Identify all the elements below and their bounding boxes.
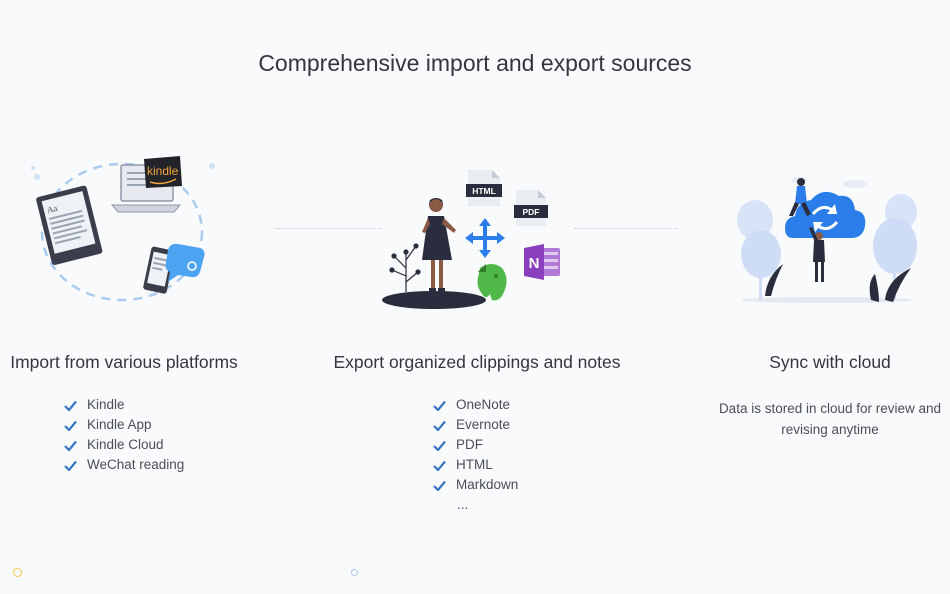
decor-dot-blue — [351, 569, 358, 576]
leaf-right-icon — [885, 268, 911, 302]
export-illustration: HTML PDF N — [382, 170, 560, 309]
list-item-label: Kindle Cloud — [87, 437, 164, 452]
check-icon — [64, 420, 77, 431]
html-badge-text: HTML — [472, 186, 496, 196]
list-item: WeChat reading — [64, 455, 184, 475]
evernote-icon — [477, 264, 507, 301]
list-item: HTML — [433, 455, 518, 475]
plant-icon — [389, 243, 421, 292]
chat-bubble-icon — [165, 243, 205, 282]
import-title: Import from various platforms — [10, 352, 238, 372]
more-ellipsis: ... — [457, 497, 469, 512]
list-item-label: Kindle — [87, 397, 125, 412]
export-column: Export organized clippings and notes — [322, 352, 632, 373]
onenote-letter: N — [529, 255, 540, 272]
person-top-figure — [789, 178, 811, 216]
list-item: Kindle — [64, 395, 184, 415]
list-item: Kindle App — [64, 415, 184, 435]
list-item: Evernote — [433, 415, 518, 435]
sync-description-line1: Data is stored in cloud for review and — [718, 401, 942, 416]
sync-title: Sync with cloud — [769, 352, 891, 372]
list-item: OneNote — [433, 395, 518, 415]
check-icon — [64, 460, 77, 471]
sync-description: Data is stored in cloud for review and r… — [710, 398, 950, 440]
check-icon — [64, 400, 77, 411]
leaf-left-icon — [765, 264, 783, 296]
onenote-icon: N — [524, 244, 560, 280]
check-icon — [433, 460, 446, 471]
pdf-badge-text: PDF — [523, 207, 540, 217]
sync-illustration — [737, 177, 917, 303]
import-list: Kindle Kindle App Kindle Cloud WeChat re… — [64, 395, 184, 475]
ereader-icon: Aa — [36, 185, 103, 265]
list-item-label: Markdown — [456, 477, 519, 492]
sync-description-line2: revising anytime — [781, 422, 879, 437]
export-arrows-icon — [465, 218, 505, 258]
separator-right — [574, 228, 678, 229]
import-column: Import from various platforms — [0, 352, 248, 373]
check-icon — [433, 400, 446, 411]
import-illustration: Aa kindle — [31, 156, 215, 302]
export-list: OneNote Evernote PDF HTML Markdown ... — [433, 395, 518, 515]
check-icon — [433, 420, 446, 431]
person-bottom-figure — [809, 227, 825, 282]
pdf-file-icon: PDF — [514, 190, 548, 226]
separator-left — [276, 228, 382, 229]
kindle-logo-text: kindle — [147, 164, 179, 178]
check-icon — [433, 480, 446, 491]
list-item-label: HTML — [456, 457, 493, 472]
ereader-aa-text: Aa — [46, 203, 59, 215]
list-item-label: PDF — [456, 437, 483, 452]
tree-left-icon — [737, 200, 781, 300]
list-item-label: Evernote — [456, 417, 511, 432]
page-title: Comprehensive import and export sources — [258, 50, 692, 76]
list-item: Markdown — [433, 475, 518, 495]
kindle-logo: kindle — [144, 156, 182, 188]
list-item: PDF — [433, 435, 518, 455]
list-item-label: WeChat reading — [87, 457, 185, 472]
check-icon — [64, 440, 77, 451]
html-file-icon: HTML — [466, 170, 502, 206]
decor-dot-yellow — [13, 568, 22, 577]
list-item: Kindle Cloud — [64, 435, 184, 455]
export-title: Export organized clippings and notes — [333, 352, 621, 372]
woman-figure — [422, 198, 456, 293]
sync-column: Sync with cloud Data is stored in cloud … — [710, 352, 950, 440]
list-item-label: Kindle App — [87, 417, 152, 432]
check-icon — [433, 440, 446, 451]
list-item-label: OneNote — [456, 397, 511, 412]
